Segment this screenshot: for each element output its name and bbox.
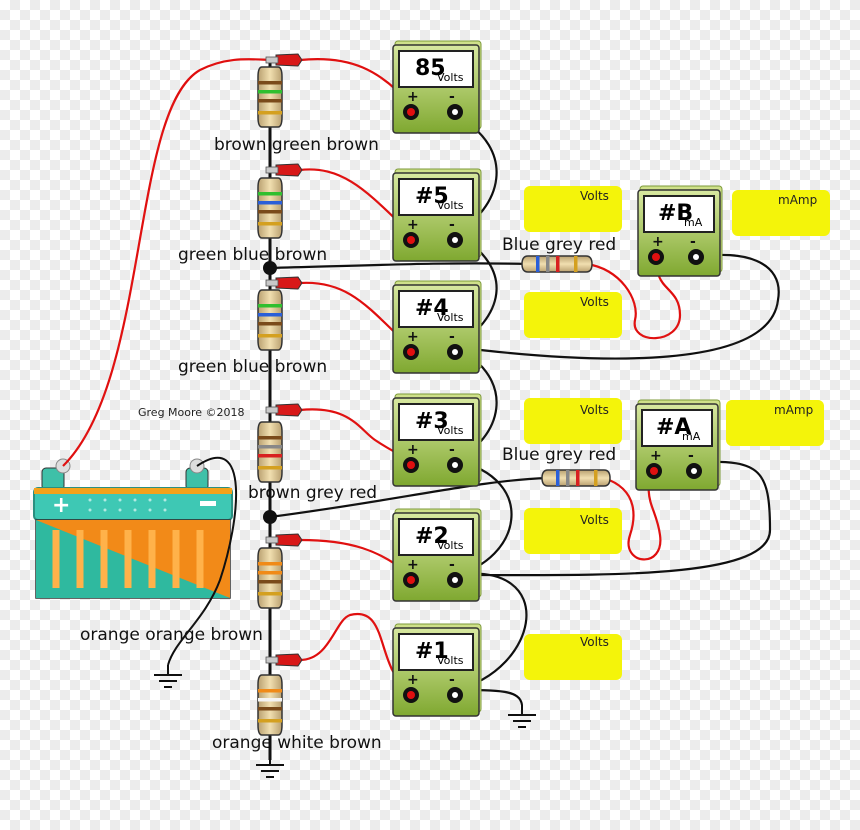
- resistor-r1: [257, 66, 283, 128]
- label-r5: orange orange brown: [80, 625, 263, 645]
- terminal-plus-label: +: [407, 442, 419, 458]
- terminal-plus-label: +: [407, 329, 419, 345]
- terminal-plus-center: [407, 348, 415, 356]
- terminal-minus-center: [452, 237, 458, 243]
- terminal-minus-label: -: [449, 89, 455, 105]
- terminal-plus-center: [407, 461, 415, 469]
- terminal-minus-label: -: [449, 442, 455, 458]
- note-text: Volts: [580, 635, 609, 649]
- ammeter-icon: #AmA + -: [635, 399, 721, 491]
- battery-negative-wire: [167, 456, 238, 666]
- meter-reading: #B: [658, 201, 693, 226]
- terminal-plus-label: +: [407, 557, 419, 573]
- meter-reading: #3: [415, 409, 449, 434]
- resistor-r2: [257, 177, 283, 239]
- ground-icon: [153, 664, 183, 688]
- meter-reading: #2: [415, 524, 449, 549]
- terminal-plus-label: +: [407, 217, 419, 233]
- terminal-minus-label: -: [449, 329, 455, 345]
- note-text: mAmp: [774, 403, 813, 417]
- note-box: [732, 190, 830, 236]
- label-r4: brown grey red: [248, 483, 377, 503]
- resistor-load-b: [521, 255, 593, 273]
- meters: 85Volts+-#5Volts+-#4Volts+-#3Volts+-#2Vo…: [392, 40, 723, 717]
- meter-unit: Volts: [437, 424, 464, 437]
- meter-reading: #5: [415, 184, 449, 209]
- terminal-plus-center: [407, 236, 415, 244]
- terminal-plus-label: +: [407, 89, 419, 105]
- note-text: Volts: [580, 513, 609, 527]
- note-boxes: Volts mAmp Volts Volts mAmp Volts Volts: [524, 186, 830, 680]
- ground-icon: [507, 704, 537, 728]
- svg-text:+: +: [52, 493, 70, 518]
- terminal-minus-center: [452, 109, 458, 115]
- resistor-r4: [257, 421, 283, 483]
- meter-reading: 85: [415, 56, 446, 81]
- terminal-minus-center: [452, 692, 458, 698]
- terminal-plus-label: +: [650, 448, 662, 464]
- note-box: [524, 398, 622, 444]
- terminal-minus-center: [452, 462, 458, 468]
- terminal-minus-center: [452, 577, 458, 583]
- meter-unit: mA: [682, 430, 701, 443]
- author-credit: Greg Moore ©2018: [138, 406, 245, 419]
- label-r1: brown green brown: [214, 135, 379, 155]
- label-load-a: Blue grey red: [502, 445, 616, 465]
- terminal-plus-center: [407, 108, 415, 116]
- label-load-b: Blue grey red: [502, 235, 616, 255]
- resistor-r3: [257, 289, 283, 351]
- resistor-r6: [257, 674, 283, 736]
- terminal-minus-center: [691, 468, 697, 474]
- terminal-plus-center: [652, 253, 660, 261]
- note-text: mAmp: [778, 193, 817, 207]
- meter-unit: Volts: [437, 311, 464, 324]
- note-box: [524, 292, 622, 338]
- battery-icon: +: [33, 458, 233, 599]
- terminal-plus-label: +: [407, 672, 419, 688]
- terminal-minus-label: -: [449, 557, 455, 573]
- label-r2: green blue brown: [178, 245, 327, 265]
- resistor-r5: [257, 547, 283, 609]
- terminal-plus-center: [650, 467, 658, 475]
- meter-unit: Volts: [437, 71, 464, 84]
- note-box: [524, 634, 622, 680]
- meter-unit: Volts: [437, 654, 464, 667]
- meter-reading: #4: [415, 296, 449, 321]
- meter-reading: #1: [415, 639, 449, 664]
- ammeter-icon: #BmA + -: [637, 185, 723, 277]
- ammeter-loop-wires: [585, 256, 682, 561]
- label-r6: orange white brown: [212, 733, 382, 753]
- meter-unit: Volts: [437, 539, 464, 552]
- ground-icon: [255, 754, 285, 778]
- battery-positive-wire: [62, 58, 276, 467]
- terminal-minus-center: [693, 254, 699, 260]
- terminal-minus-label: -: [449, 672, 455, 688]
- terminal-plus-center: [407, 576, 415, 584]
- note-text: Volts: [580, 189, 609, 203]
- terminal-minus-label: -: [449, 217, 455, 233]
- resistor-load-a: [541, 469, 611, 487]
- label-r3: green blue brown: [178, 357, 327, 377]
- note-box: [524, 508, 622, 554]
- note-text: Volts: [580, 403, 609, 417]
- terminal-plus-label: +: [652, 234, 664, 250]
- note-text: Volts: [580, 295, 609, 309]
- note-box: [524, 186, 622, 232]
- meter-reading: #A: [656, 415, 691, 440]
- meter-unit: mA: [684, 216, 703, 229]
- meter-unit: Volts: [437, 199, 464, 212]
- terminal-minus-label: -: [688, 448, 694, 464]
- terminal-minus-label: -: [690, 234, 696, 250]
- terminal-plus-center: [407, 691, 415, 699]
- note-box: [726, 400, 824, 446]
- terminal-minus-center: [452, 349, 458, 355]
